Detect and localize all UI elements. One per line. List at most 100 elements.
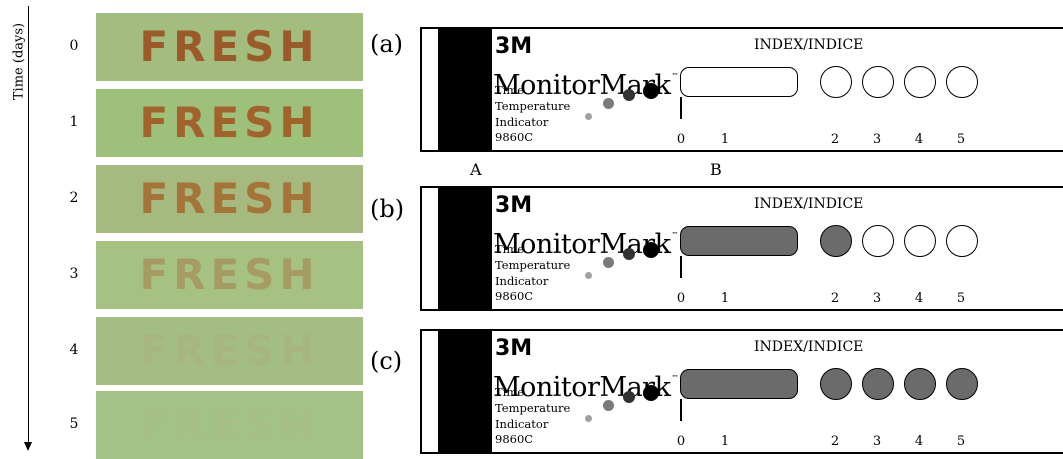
photo-word: FRESH (139, 250, 320, 299)
temperature-dot-1 (585, 113, 592, 120)
brand-3m-logo: 3M (495, 193, 533, 218)
index-circle-4 (904, 225, 936, 257)
index-scale-number: 3 (872, 132, 882, 147)
indicator-black-strip (438, 29, 492, 150)
index-scale-number: 1 (720, 291, 730, 306)
label-photo-day-1: FRESH (96, 89, 363, 157)
index-circle-2 (820, 368, 852, 400)
temperature-dot-3 (623, 391, 635, 403)
temperature-dot-1 (585, 272, 592, 279)
brand-name-text: MonitorMark (493, 229, 671, 260)
part-label-a: A (470, 160, 482, 179)
index-scale-number: 5 (956, 291, 966, 306)
index-scale-number: 5 (956, 434, 966, 449)
index-circle-5 (946, 368, 978, 400)
index-circle-4 (904, 66, 936, 98)
part-label-b: B (710, 160, 722, 179)
indicator-description-line: Indicator (495, 274, 549, 288)
index-title: INDEX/INDICE (754, 339, 864, 355)
time-axis-label-box: Time (days) (8, 4, 27, 124)
trademark-mark: ™ (671, 374, 678, 382)
index-scale-number: 2 (830, 291, 840, 306)
temperature-dot-4 (643, 242, 659, 258)
index-circle-5 (946, 66, 978, 98)
indicator-description-line: Temperature (495, 258, 571, 272)
brand-3m-logo: 3M (495, 34, 533, 59)
indicator-description-line: Temperature (495, 99, 571, 113)
temperature-dot-3 (623, 248, 635, 260)
index-scale-number: 0 (676, 291, 686, 306)
brand-name-text: MonitorMark (493, 70, 671, 101)
day-label-0: 0 (69, 38, 79, 54)
index-scale-number: 1 (720, 434, 730, 449)
index-scale-number: 3 (872, 291, 882, 306)
photo-word: FRESH (139, 98, 320, 147)
index-scale-number: 5 (956, 132, 966, 147)
indicator-description-line: Indicator (495, 417, 549, 431)
temperature-dot-3 (623, 89, 635, 101)
temperature-dot-2 (603, 400, 614, 411)
photo-word: FRESH (139, 326, 320, 375)
index-scale-number: 4 (914, 132, 924, 147)
temperature-dot-2 (603, 98, 614, 109)
trademark-mark: ™ (671, 72, 678, 80)
day-label-1: 1 (69, 114, 79, 130)
brand-name-text: MonitorMark (493, 372, 671, 403)
index-bar-window (680, 67, 798, 97)
indicator-description-line: Indicator (495, 115, 549, 129)
index-circle-3 (862, 66, 894, 98)
index-bar-window (680, 369, 798, 399)
label-photo-day-0: FRESH (96, 13, 363, 81)
temperature-dot-4 (643, 83, 659, 99)
index-bar-start-tick (680, 97, 682, 119)
panel-letter-a: (a) (370, 30, 404, 58)
label-photo-day-5: FRESH (96, 391, 363, 459)
time-axis-label: Time (days) (11, 22, 27, 101)
index-scale-number: 4 (914, 291, 924, 306)
panel-letter-b: (b) (370, 195, 405, 223)
index-scale-number: 0 (676, 434, 686, 449)
index-scale-number: 2 (830, 132, 840, 147)
indicator-description-line: 9860C (495, 432, 534, 446)
day-label-2: 2 (69, 190, 79, 206)
temperature-dot-2 (603, 257, 614, 268)
brand-name: MonitorMark™ (493, 61, 678, 101)
indicator-black-strip (438, 331, 492, 452)
day-label-5: 5 (69, 416, 79, 432)
index-bar-start-tick (680, 399, 682, 421)
day-label-3: 3 (69, 266, 79, 282)
label-photo-day-3: FRESH (96, 241, 363, 309)
index-circle-4 (904, 368, 936, 400)
indicator-description-line: Time (495, 242, 525, 256)
index-title: INDEX/INDICE (754, 37, 864, 53)
index-bar-window (680, 226, 798, 256)
index-scale-number: 3 (872, 434, 882, 449)
photo-word: FRESH (139, 22, 320, 71)
index-scale-number: 1 (720, 132, 730, 147)
temperature-dot-1 (585, 415, 592, 422)
index-scale-number: 4 (914, 434, 924, 449)
time-axis-arrowhead (24, 442, 32, 451)
index-circle-2 (820, 66, 852, 98)
index-title: INDEX/INDICE (754, 196, 864, 212)
time-axis-line (28, 6, 29, 446)
temperature-dot-4 (643, 385, 659, 401)
index-bar-start-tick (680, 256, 682, 278)
indicator-description-line: 9860C (495, 289, 534, 303)
brand-3m-logo: 3M (495, 336, 533, 361)
index-circle-3 (862, 368, 894, 400)
indicator-description-line: Temperature (495, 401, 571, 415)
index-circle-2 (820, 225, 852, 257)
indicator-description-line: Time (495, 83, 525, 97)
day-label-4: 4 (69, 342, 79, 358)
index-scale-number: 0 (676, 132, 686, 147)
index-circle-3 (862, 225, 894, 257)
indicator-description-line: 9860C (495, 130, 534, 144)
photo-word: FRESH (139, 174, 320, 223)
panel-letter-c: (c) (370, 347, 403, 375)
label-photo-day-2: FRESH (96, 165, 363, 233)
indicator-black-strip (438, 188, 492, 309)
